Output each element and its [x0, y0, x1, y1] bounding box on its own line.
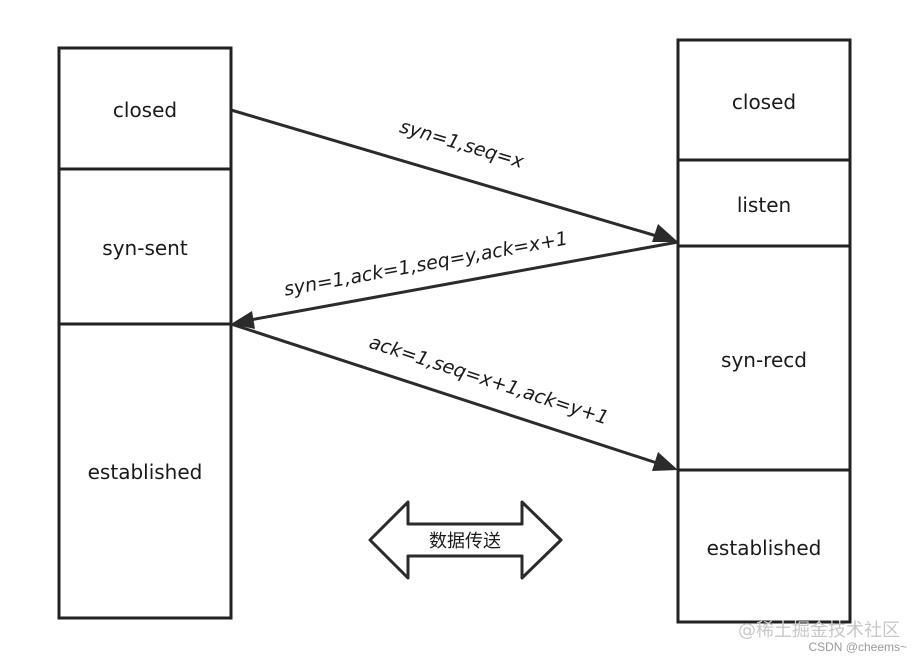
server-state-established: established	[707, 536, 822, 560]
arrow-head-icon	[652, 452, 678, 471]
syn-ack-arrow: syn=1,ack=1,seq=y,ack=x+1	[231, 228, 679, 329]
server-column: closed listen syn-recd established	[676, 38, 852, 624]
client-state-syn-sent: syn-sent	[102, 236, 188, 260]
data-transfer-label: 数据传送	[429, 531, 501, 552]
watermark-csdn: CSDN @cheems~	[808, 640, 907, 654]
client-state-established: established	[88, 460, 203, 484]
server-box	[676, 38, 852, 624]
server-state-listen: listen	[737, 193, 791, 217]
syn-ack-message-label: syn=1,ack=1,seq=y,ack=x+1	[282, 228, 569, 301]
ack-arrow: ack=1,seq=x+1,ack=y+1	[230, 322, 678, 471]
client-box	[57, 46, 233, 620]
arrow-head-icon	[652, 224, 678, 242]
client-column: closed syn-sent established	[57, 46, 233, 620]
syn-arrow: syn=1,seq=x	[230, 108, 678, 242]
watermark-juejin: @稀土掘金技术社区	[738, 620, 900, 641]
data-transfer-double-arrow: 数据传送	[368, 500, 563, 580]
client-state-closed: closed	[113, 98, 177, 122]
server-state-closed: closed	[732, 90, 796, 114]
server-state-syn-recd: syn-recd	[721, 348, 807, 372]
double-arrow-icon	[368, 500, 563, 580]
